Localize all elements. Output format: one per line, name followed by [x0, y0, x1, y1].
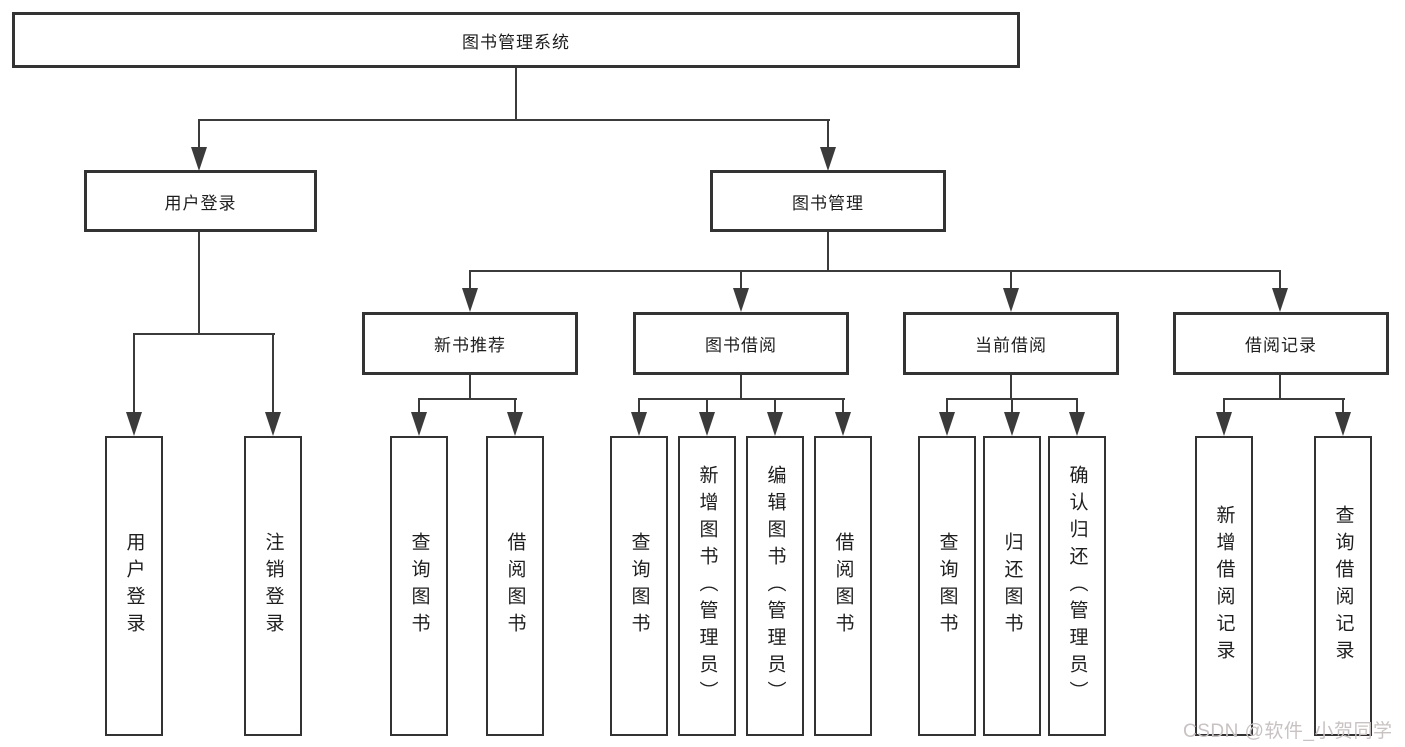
node-current-borrow: 当前借阅: [903, 312, 1119, 375]
leaf-borrow-books-1: 借阅图书: [486, 436, 544, 736]
leaf-query-books-1-label: 查询图书: [408, 532, 430, 640]
arrow-down-icon: [835, 412, 851, 436]
connector-to-leaf: [774, 398, 776, 414]
connector-root-stem: [515, 68, 517, 120]
connector-book-borrow-rail: [638, 398, 845, 400]
leaf-user-login: 用户登录: [105, 436, 163, 736]
connector-to-leaf: [1011, 398, 1013, 414]
connector-to-leaf: [1076, 398, 1078, 414]
connector-to-leaf: [418, 398, 420, 414]
arrow-down-icon: [1003, 288, 1019, 312]
leaf-add-books-admin: 新增图书（管理员）: [678, 436, 736, 736]
arrow-down-icon: [1272, 288, 1288, 312]
connector-book-mgmt-rail: [469, 270, 1281, 272]
arrow-down-icon: [733, 288, 749, 312]
leaf-edit-books-admin: 编辑图书（管理员）: [746, 436, 804, 736]
node-borrow-records-label: 借阅记录: [1245, 336, 1317, 355]
leaf-query-books-3: 查询图书: [918, 436, 976, 736]
connector-to-borrow-records: [1279, 270, 1281, 290]
connector-to-user-login: [198, 119, 200, 148]
node-borrow-records: 借阅记录: [1173, 312, 1389, 375]
connector-to-leaf: [514, 398, 516, 414]
leaf-logout: 注销登录: [244, 436, 302, 736]
leaf-add-borrow-record: 新增借阅记录: [1195, 436, 1253, 736]
csdn-watermark: CSDN @软件_小贺同学: [1183, 721, 1393, 742]
arrow-down-icon: [1216, 412, 1232, 436]
node-new-books-label: 新书推荐: [434, 336, 506, 355]
connector-user-login-stem: [198, 232, 200, 334]
node-user-login: 用户登录: [84, 170, 317, 232]
connector-borrow-records-rail: [1223, 398, 1345, 400]
node-book-mgmt-label: 图书管理: [792, 193, 864, 213]
arrow-down-icon: [699, 412, 715, 436]
leaf-query-books-1: 查询图书: [390, 436, 448, 736]
connector-to-leaf: [133, 333, 135, 413]
arrow-down-icon: [411, 412, 427, 436]
connector-to-new-books: [469, 270, 471, 290]
node-book-mgmt: 图书管理: [710, 170, 946, 232]
node-book-borrow-label: 图书借阅: [705, 336, 777, 355]
arrow-down-icon: [507, 412, 523, 436]
arrow-down-icon: [462, 288, 478, 312]
node-current-borrow-label: 当前借阅: [975, 336, 1047, 355]
node-book-borrow: 图书借阅: [633, 312, 849, 375]
leaf-user-login-label: 用户登录: [123, 532, 145, 640]
connector-to-current-borrow: [1010, 270, 1012, 290]
arrow-down-icon: [191, 147, 207, 171]
leaf-return-books: 归还图书: [983, 436, 1041, 736]
leaf-borrow-books-2-label: 借阅图书: [832, 532, 854, 640]
node-root-system: 图书管理系统: [12, 12, 1020, 68]
arrow-down-icon: [939, 412, 955, 436]
node-new-books: 新书推荐: [362, 312, 578, 375]
leaf-query-borrow-record-label: 查询借阅记录: [1332, 505, 1354, 667]
leaf-borrow-books-2: 借阅图书: [814, 436, 872, 736]
leaf-return-books-label: 归还图书: [1001, 532, 1023, 640]
node-user-login-label: 用户登录: [164, 193, 237, 213]
leaf-confirm-return-admin-label: 确认归还（管理员）: [1066, 464, 1088, 708]
leaf-add-books-admin-label: 新增图书（管理员）: [696, 464, 718, 708]
connector-to-book-borrow: [740, 270, 742, 290]
arrow-down-icon: [767, 412, 783, 436]
node-root-label: 图书管理系统: [462, 32, 570, 52]
leaf-query-books-2: 查询图书: [610, 436, 668, 736]
connector-root-rail: [198, 119, 830, 121]
leaf-query-borrow-record: 查询借阅记录: [1314, 436, 1372, 736]
leaf-query-books-2-label: 查询图书: [628, 532, 650, 640]
connector-user-login-rail: [133, 333, 275, 335]
connector-to-leaf: [638, 398, 640, 414]
connector-new-books-stem: [469, 375, 471, 400]
arrow-down-icon: [126, 412, 142, 436]
connector-to-leaf: [842, 398, 844, 414]
leaf-borrow-books-1-label: 借阅图书: [504, 532, 526, 640]
leaf-edit-books-admin-label: 编辑图书（管理员）: [764, 464, 786, 708]
arrow-down-icon: [265, 412, 281, 436]
connector-to-leaf: [946, 398, 948, 414]
leaf-logout-label: 注销登录: [262, 532, 284, 640]
connector-to-book-mgmt: [827, 119, 829, 148]
connector-borrow-records-stem: [1279, 375, 1281, 400]
connector-to-leaf: [272, 333, 274, 413]
connector-to-leaf: [1223, 398, 1225, 414]
connector-book-borrow-stem: [740, 375, 742, 400]
arrow-down-icon: [1069, 412, 1085, 436]
connector-book-mgmt-stem: [827, 232, 829, 271]
connector-to-leaf: [1342, 398, 1344, 414]
arrow-down-icon: [631, 412, 647, 436]
leaf-add-borrow-record-label: 新增借阅记录: [1213, 505, 1235, 667]
arrow-down-icon: [820, 147, 836, 171]
arrow-down-icon: [1335, 412, 1351, 436]
arrow-down-icon: [1004, 412, 1020, 436]
connector-current-borrow-stem: [1010, 375, 1012, 400]
connector-new-books-rail: [418, 398, 517, 400]
leaf-query-books-3-label: 查询图书: [936, 532, 958, 640]
connector-to-leaf: [706, 398, 708, 414]
leaf-confirm-return-admin: 确认归还（管理员）: [1048, 436, 1106, 736]
